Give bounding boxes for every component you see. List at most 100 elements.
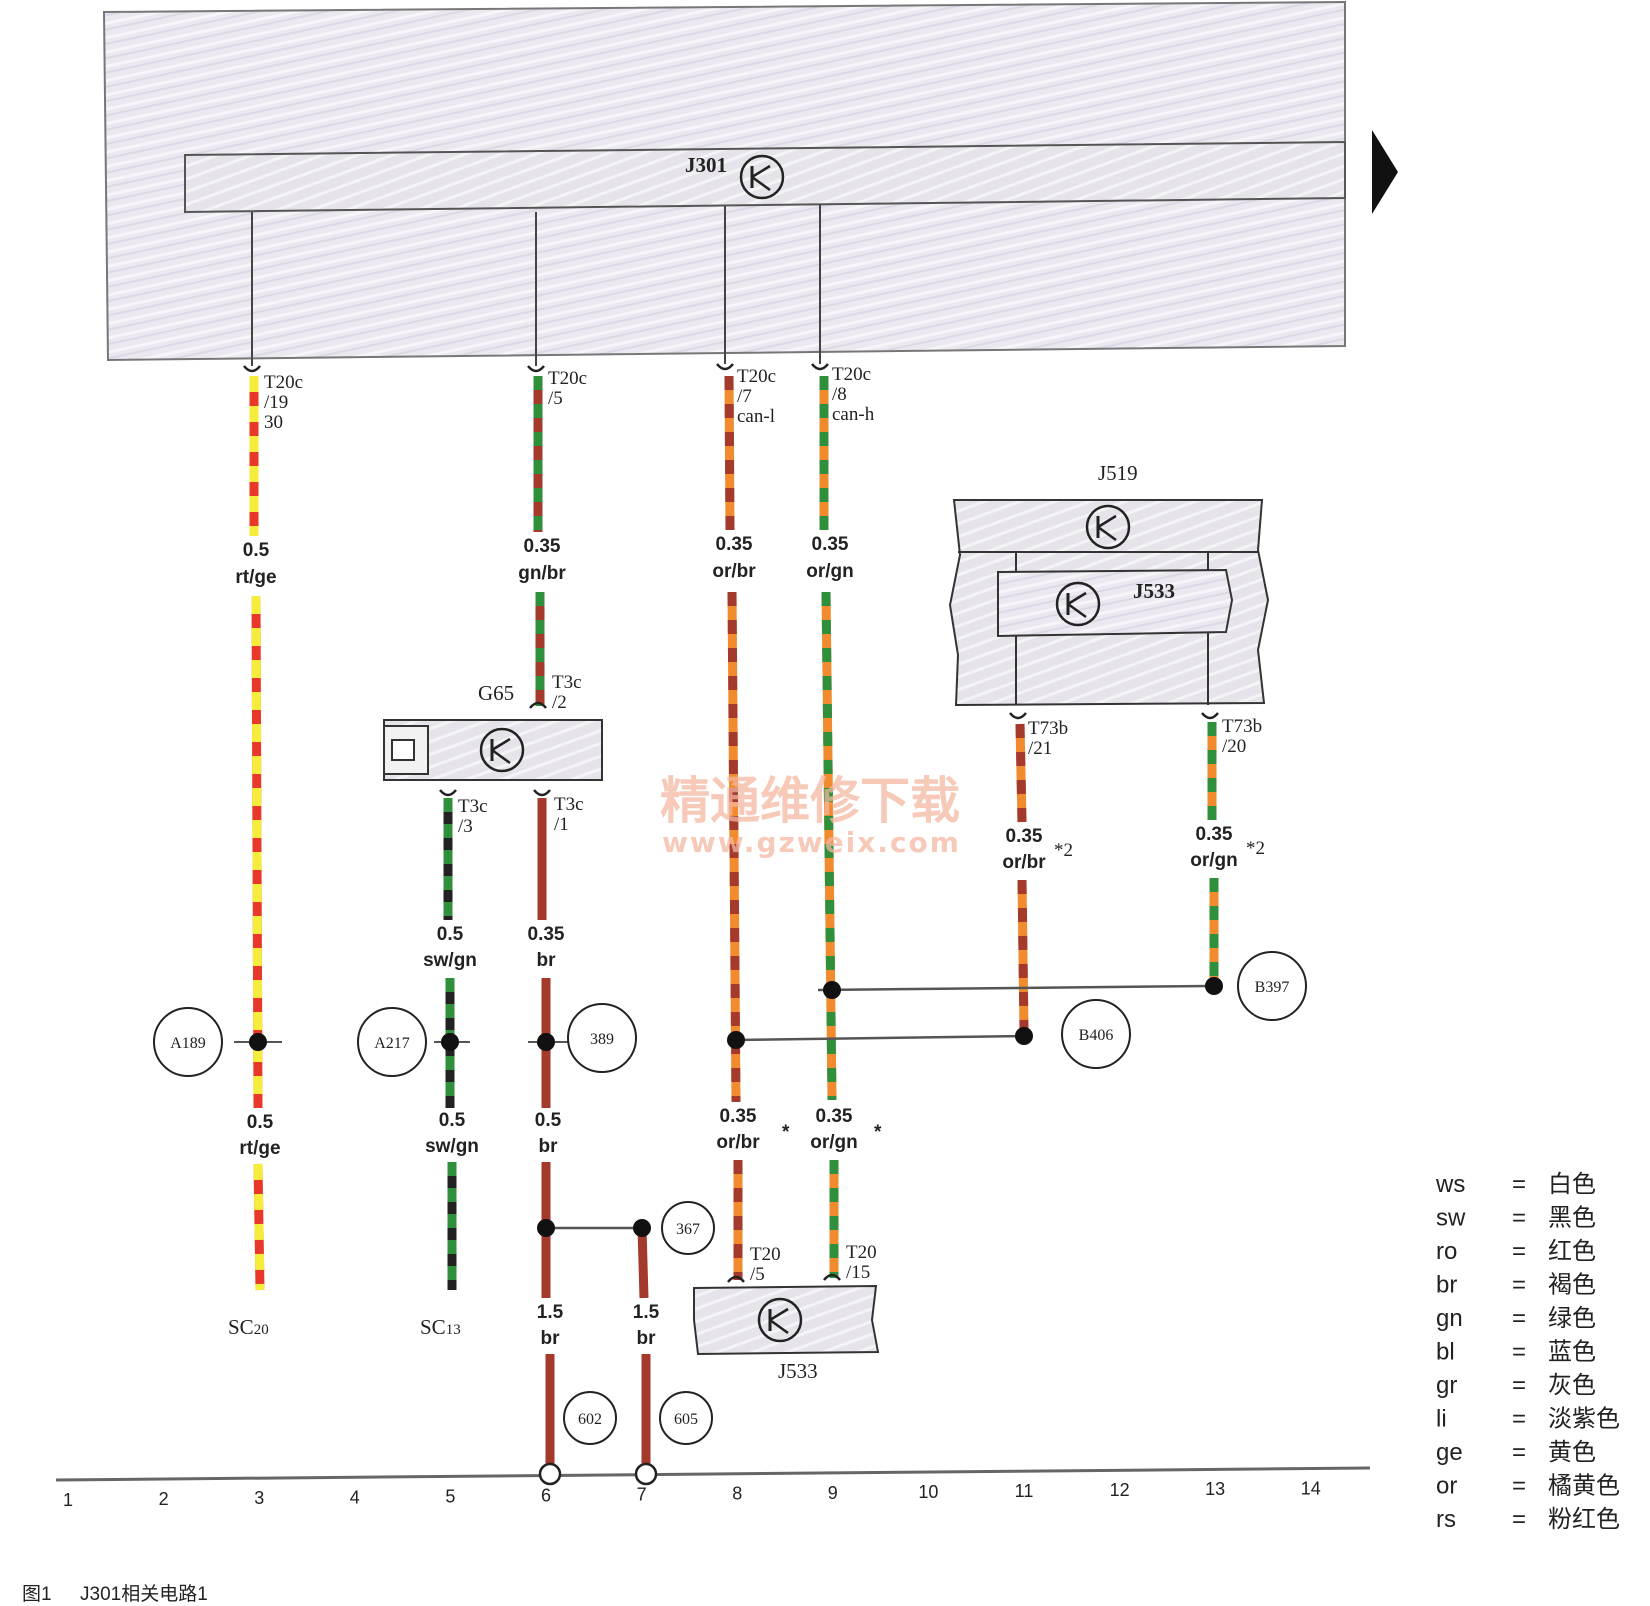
svg-text:/15: /15 (846, 1262, 870, 1283)
column-number: 8 (732, 1484, 742, 1504)
svg-text:T3c: T3c (554, 794, 584, 815)
svg-text:30: 30 (264, 412, 283, 433)
svg-text:=: = (1512, 1305, 1526, 1332)
svg-text:J301相关电路1: J301相关电路1 (80, 1583, 208, 1605)
terminal-sc13: SC13 (420, 1315, 461, 1339)
splice-points (249, 977, 1223, 1237)
j533-gateway[interactable]: J533 T20 /5 T20 /15 (693, 1242, 880, 1383)
svg-text:br: br (541, 1328, 561, 1349)
column-number: 14 (1301, 1478, 1321, 1498)
legend-row: bl=蓝色 (1436, 1339, 1596, 1366)
transistor-icon (1055, 581, 1101, 627)
node-367[interactable]: 367 (661, 1201, 715, 1255)
svg-text:/7: /7 (737, 386, 752, 407)
node-602[interactable]: 602 (563, 1391, 617, 1445)
svg-text:sw/gn: sw/gn (425, 1136, 479, 1157)
svg-text:=: = (1512, 1205, 1526, 1232)
svg-text:SC20: SC20 (228, 1315, 269, 1339)
j519-label: J519 (1098, 461, 1138, 485)
j301-control-unit[interactable]: J301 (102, 0, 1398, 362)
svg-text:rt/ge: rt/ge (235, 567, 276, 588)
j533-inner-unit[interactable]: J533 (997, 568, 1234, 638)
g65-sensor[interactable]: G65 T3c /2 T3c /3 T3c /1 (383, 672, 603, 837)
node-389[interactable]: 389 (567, 1003, 637, 1073)
column-number: 10 (918, 1482, 938, 1502)
legend-row: ws=白色 (1435, 1171, 1596, 1198)
node-b406[interactable]: B406 (1061, 999, 1131, 1069)
svg-text:br: br (537, 950, 557, 971)
svg-text:bl: bl (1436, 1339, 1455, 1366)
svg-text:/20: /20 (1222, 736, 1246, 757)
svg-text:T73b: T73b (1222, 716, 1262, 737)
svg-text:/19: /19 (264, 392, 288, 413)
transistor-icon (479, 727, 525, 773)
column-number: 3 (254, 1488, 264, 1508)
wire-rt-ge-lower (253, 1163, 265, 1291)
column-number: 9 (828, 1483, 838, 1503)
j533-bottom-label: J533 (778, 1359, 818, 1383)
column-number: 12 (1110, 1480, 1130, 1500)
svg-text:褐色: 褐色 (1548, 1272, 1596, 1299)
column-number: 13 (1205, 1479, 1225, 1499)
svg-text:1.5: 1.5 (633, 1302, 660, 1323)
svg-text:can-h: can-h (832, 404, 875, 425)
legend-row: ro=红色 (1436, 1238, 1596, 1265)
svg-text:or/br: or/br (1002, 852, 1046, 873)
node-a217[interactable]: A217 (357, 1007, 427, 1077)
column-number: 2 (159, 1489, 169, 1509)
svg-text:sw/gn: sw/gn (423, 950, 477, 971)
svg-text:T20c: T20c (832, 364, 871, 385)
ground-rail (55, 1462, 1371, 1486)
svg-text:0.5: 0.5 (437, 924, 464, 945)
svg-text:or/br: or/br (716, 1132, 760, 1153)
svg-text:=: = (1512, 1272, 1526, 1299)
legend-row: or=橘黄色 (1436, 1473, 1620, 1500)
svg-text:ge: ge (1436, 1439, 1463, 1466)
j519-control-unit[interactable]: J519 J533 T73b /21 T73b /20 (948, 461, 1270, 759)
g65-label: G65 (478, 681, 514, 705)
svg-text:602: 602 (578, 1411, 602, 1428)
svg-text:橘黄色: 橘黄色 (1548, 1473, 1620, 1500)
legend-row: sw=黑色 (1436, 1205, 1596, 1232)
svg-text:0.35: 0.35 (524, 536, 561, 557)
wire-or-br-j519 (1015, 723, 1027, 823)
svg-text:/8: /8 (832, 384, 847, 405)
j301-pin-c9: T20c /8 can-h (811, 363, 875, 425)
svg-text:T20c: T20c (548, 368, 587, 389)
node-b397[interactable]: B397 (1237, 951, 1307, 1021)
svg-text:T3c: T3c (458, 796, 488, 817)
svg-text:/2: /2 (552, 692, 567, 713)
svg-text:ro: ro (1436, 1238, 1457, 1265)
svg-text:黄色: 黄色 (1548, 1439, 1596, 1466)
svg-text:T3c: T3c (552, 672, 582, 693)
svg-text:/5: /5 (750, 1264, 765, 1285)
svg-text:黑色: 黑色 (1548, 1205, 1596, 1232)
svg-text:ws: ws (1435, 1171, 1465, 1198)
node-605[interactable]: 605 (659, 1391, 713, 1445)
svg-text:/1: /1 (554, 814, 569, 835)
wire-br-367 (637, 1227, 649, 1299)
svg-text:gn/br: gn/br (518, 563, 566, 584)
legend-row: rs=粉红色 (1436, 1506, 1620, 1533)
svg-text:/21: /21 (1028, 738, 1052, 759)
svg-text:www.gzweix.com: www.gzweix.com (662, 826, 961, 859)
column-number: 7 (637, 1485, 647, 1505)
wire-or-br-b406 (1017, 879, 1029, 1031)
svg-text:0.35: 0.35 (720, 1106, 757, 1127)
svg-text:A217: A217 (374, 1035, 410, 1052)
svg-text:*: * (874, 1122, 882, 1143)
figure-caption: 图1 J301相关电路1 (22, 1583, 208, 1605)
svg-text:0.5: 0.5 (243, 540, 270, 561)
svg-text:T20: T20 (750, 1244, 781, 1265)
svg-text:蓝色: 蓝色 (1548, 1339, 1596, 1366)
node-a189[interactable]: A189 (153, 1007, 223, 1077)
svg-text:=: = (1512, 1506, 1526, 1533)
svg-text:*2: *2 (1246, 838, 1265, 859)
svg-text:gr: gr (1436, 1372, 1457, 1399)
svg-text:绿色: 绿色 (1548, 1305, 1596, 1332)
svg-text:0.35: 0.35 (1196, 824, 1233, 845)
svg-text:=: = (1512, 1238, 1526, 1265)
svg-text:0.35: 0.35 (816, 1106, 853, 1127)
wire-rt-ge-mid (251, 595, 263, 1109)
